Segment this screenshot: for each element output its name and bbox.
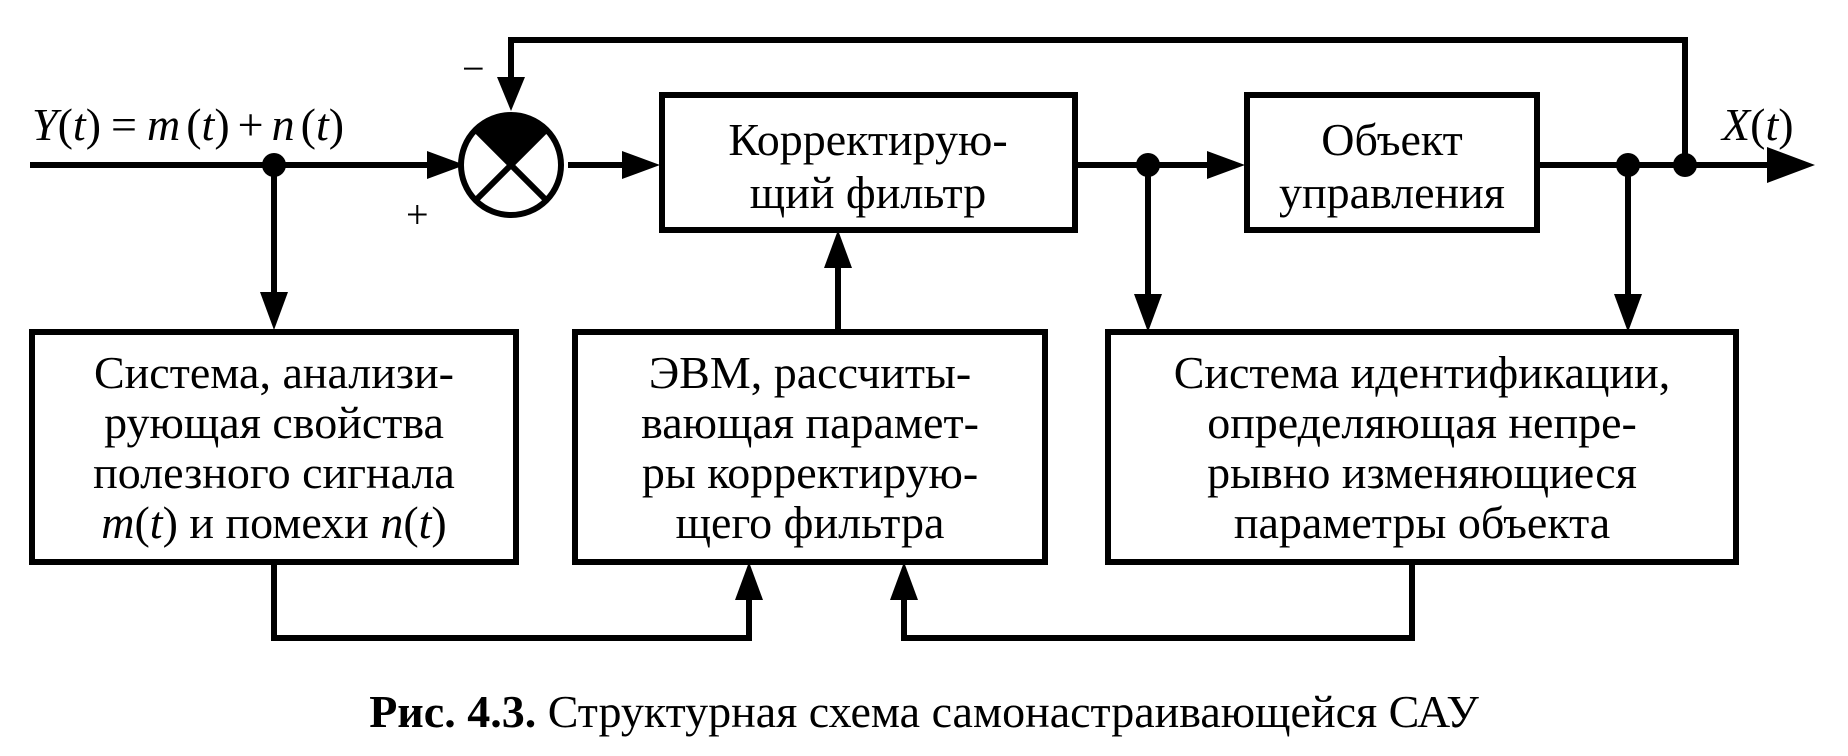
identification-block: [1105, 329, 1739, 565]
control-object-block: [1244, 92, 1540, 233]
arrowhead-to-filter: [622, 151, 660, 179]
computer-label-line1: ЭВМ, рассчиты-: [649, 347, 971, 398]
figure-caption: Рис. 4.3. Структурная схема самонастраив…: [369, 686, 1479, 737]
arrowhead-to-object: [1207, 151, 1245, 179]
analyzer-label-line4: m(t) и помехи n(t): [101, 497, 447, 548]
arrowhead-to-summator: [427, 151, 465, 179]
arrowhead-analyzer-to-computer: [735, 562, 763, 600]
junction-object-output: [1616, 153, 1640, 177]
analyzer-to-computer-line: [271, 562, 752, 641]
summator-plus-sign: +: [406, 192, 429, 237]
identification-label-line3: рывно изменяющиеся: [1207, 447, 1637, 498]
junction-input: [262, 153, 286, 177]
summator-minus-sign: −: [462, 46, 485, 91]
output-signal-label: X(t): [1720, 99, 1794, 150]
identification-to-computer-line: [901, 562, 1415, 641]
signal-analyzer-block: [29, 329, 519, 565]
identification-label-line4: параметры объекта: [1234, 497, 1610, 548]
object-label-line2: управления: [1279, 167, 1505, 218]
object-label-line1: Объект: [1321, 114, 1463, 165]
computer-block: [572, 329, 1048, 565]
computer-label-line2: вающая парамет-: [641, 397, 979, 448]
filter-label-line2: щий фильтр: [750, 167, 986, 218]
input-signal-label: Y(t)=m(t)+n(t): [32, 99, 344, 150]
identification-label-line2: определяющая непре-: [1207, 397, 1637, 448]
arrowhead-identification-to-computer: [890, 562, 918, 600]
arrowhead-output: [1767, 147, 1815, 183]
analyzer-label-line1: Система, анализи-: [94, 347, 454, 398]
computer-label-line4: щего фильтра: [676, 497, 945, 548]
computer-label-line3: ры корректирую-: [642, 447, 978, 498]
analyzer-label-line3: полезного сигнала: [93, 447, 455, 498]
identification-label-line1: Система идентификации,: [1174, 347, 1671, 398]
analyzer-label-line2: рующая свойства: [104, 397, 444, 448]
arrowhead-to-identification-left: [1134, 294, 1162, 332]
arrowhead-to-identification-right: [1614, 294, 1642, 332]
arrowhead-to-analyzer: [260, 292, 288, 330]
summator: [458, 112, 564, 218]
junction-feedback: [1673, 153, 1697, 177]
feedback-line: [508, 37, 1688, 165]
corrective-filter-block: [659, 92, 1078, 233]
filter-label-line1: Корректирую-: [728, 114, 1007, 165]
arrowhead-feedback: [497, 77, 525, 111]
arrowhead-to-filter-from-computer: [824, 230, 852, 268]
junction-filter-output: [1136, 153, 1160, 177]
